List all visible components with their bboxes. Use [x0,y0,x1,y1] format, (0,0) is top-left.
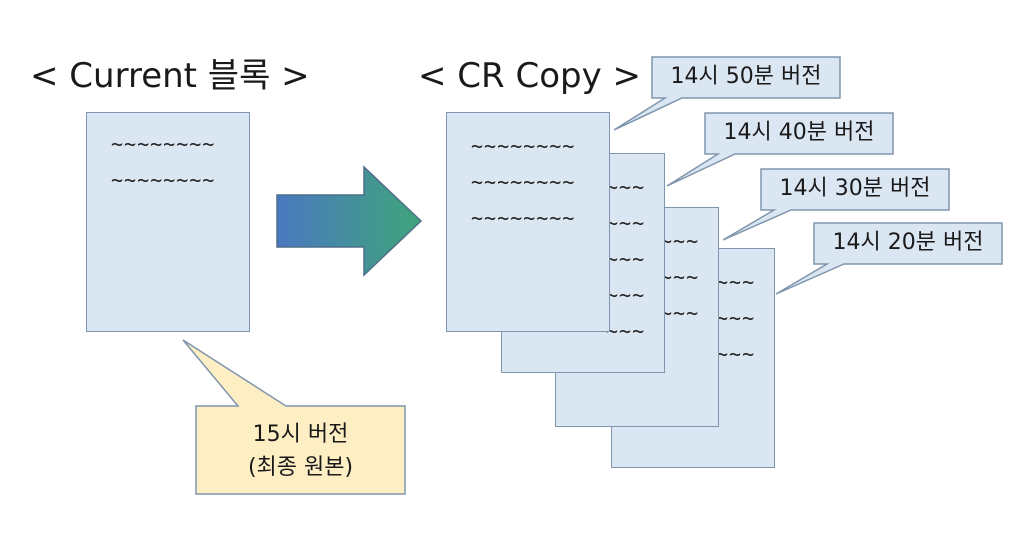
cr-copy-heading: < CR Copy > [418,56,642,96]
copy-doc-line: ~~~ [606,283,646,307]
current-doc-line: ~~~~~~~~ [111,168,216,192]
copy-doc-line: ~~~ [716,270,756,294]
copy-doc-line: ~~~ [716,306,756,330]
copy-doc-line: ~~~~~~~~ [471,134,576,158]
copy-doc-line: ~~~ [660,265,700,289]
current-version-label: 15시 버전 [252,422,349,447]
copy-doc-line: ~~~ [606,319,646,343]
current-version-note: (최종 원본) [247,455,354,480]
copy-doc-line: ~~~ [660,229,700,253]
current-document: ~~~~~~~~ ~~~~~~~~ [86,112,250,332]
copy-doc-line: ~~~ [606,175,646,199]
copy-doc-line: ~~~ [606,211,646,235]
copy-doc-line: ~~~ [606,247,646,271]
copy-doc-line: ~~~~~~~~ [471,170,576,194]
version-label-1420: 14시 20분 버전 [832,230,984,255]
copy-doc-line: ~~~ [716,342,756,366]
right-arrow-icon [276,165,423,277]
current-block-heading: < Current 블록 > [30,56,310,96]
version-label-1430: 14시 30분 버전 [779,176,931,201]
current-doc-line: ~~~~~~~~ [111,132,216,156]
version-label-1440: 14시 40분 버전 [723,120,875,145]
version-label-1450: 14시 50분 버전 [670,64,822,89]
copy-doc-line: ~~~ [660,301,700,325]
copy-doc-line: ~~~~~~~~ [471,206,576,230]
copy-document-1450: ~~~~~~~~ ~~~~~~~~ ~~~~~~~~ [446,112,610,332]
